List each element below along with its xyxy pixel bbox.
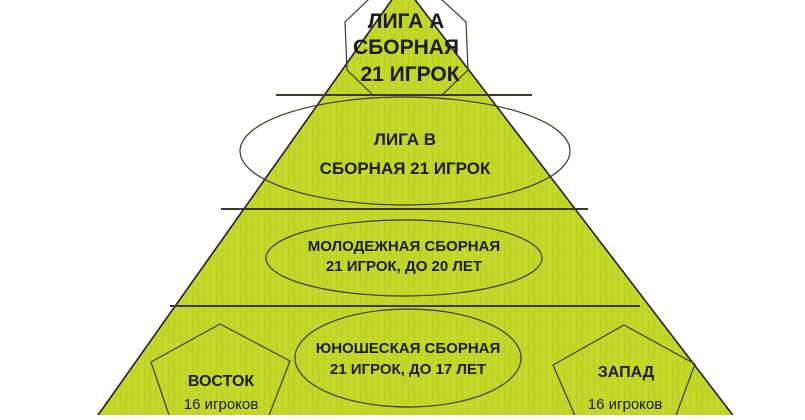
tier-league-b-line-2: СБОРНАЯ 21 ИГРОК (320, 159, 491, 178)
tier-youth-u20-line-1: МОЛОДЕЖНАЯ СБОРНАЯ (308, 238, 500, 255)
region-east-subtitle: 16 игроков (184, 396, 258, 413)
ellipse-shape (265, 219, 543, 297)
tier-junior-u17: ЮНОШЕСКАЯ СБОРНАЯ 21 ИГРОК, ДО 17 ЛЕТ (294, 308, 522, 408)
tier-league-a: ЛИГА А СБОРНАЯ 21 ИГРОК (344, 0, 469, 96)
tier-league-b-line-1: ЛИГА В (374, 130, 436, 149)
tier-league-b: ЛИГА В СБОРНАЯ 21 ИГРОК (239, 96, 571, 206)
tier-youth-u20-line-2: 21 ИГРОК, ДО 20 ЛЕТ (326, 258, 482, 275)
region-east-title: ВОСТОК (188, 373, 255, 390)
tier-league-a-line-2: СБОРНАЯ (353, 36, 459, 59)
tier-league-a-line-1: ЛИГА А (368, 10, 445, 33)
tier-junior-u17-line-2: 21 ИГРОК, ДО 17 ЛЕТ (330, 361, 486, 378)
region-east: ВОСТОК 16 игроков (150, 323, 291, 419)
tier-junior-u17-line-1: ЮНОШЕСКАЯ СБОРНАЯ (316, 340, 501, 357)
tier-youth-u20: МОЛОДЕЖНАЯ СБОРНАЯ 21 ИГРОК, ДО 20 ЛЕТ (265, 219, 543, 297)
tier-league-a-line-3: 21 ИГРОК (360, 63, 459, 86)
region-west-title: ЗАПАД (598, 364, 655, 381)
octagon-shape (344, 0, 469, 96)
region-west-subtitle: 16 игроков (588, 396, 662, 413)
ellipse-shape (239, 96, 571, 206)
ellipse-shape (294, 308, 522, 408)
